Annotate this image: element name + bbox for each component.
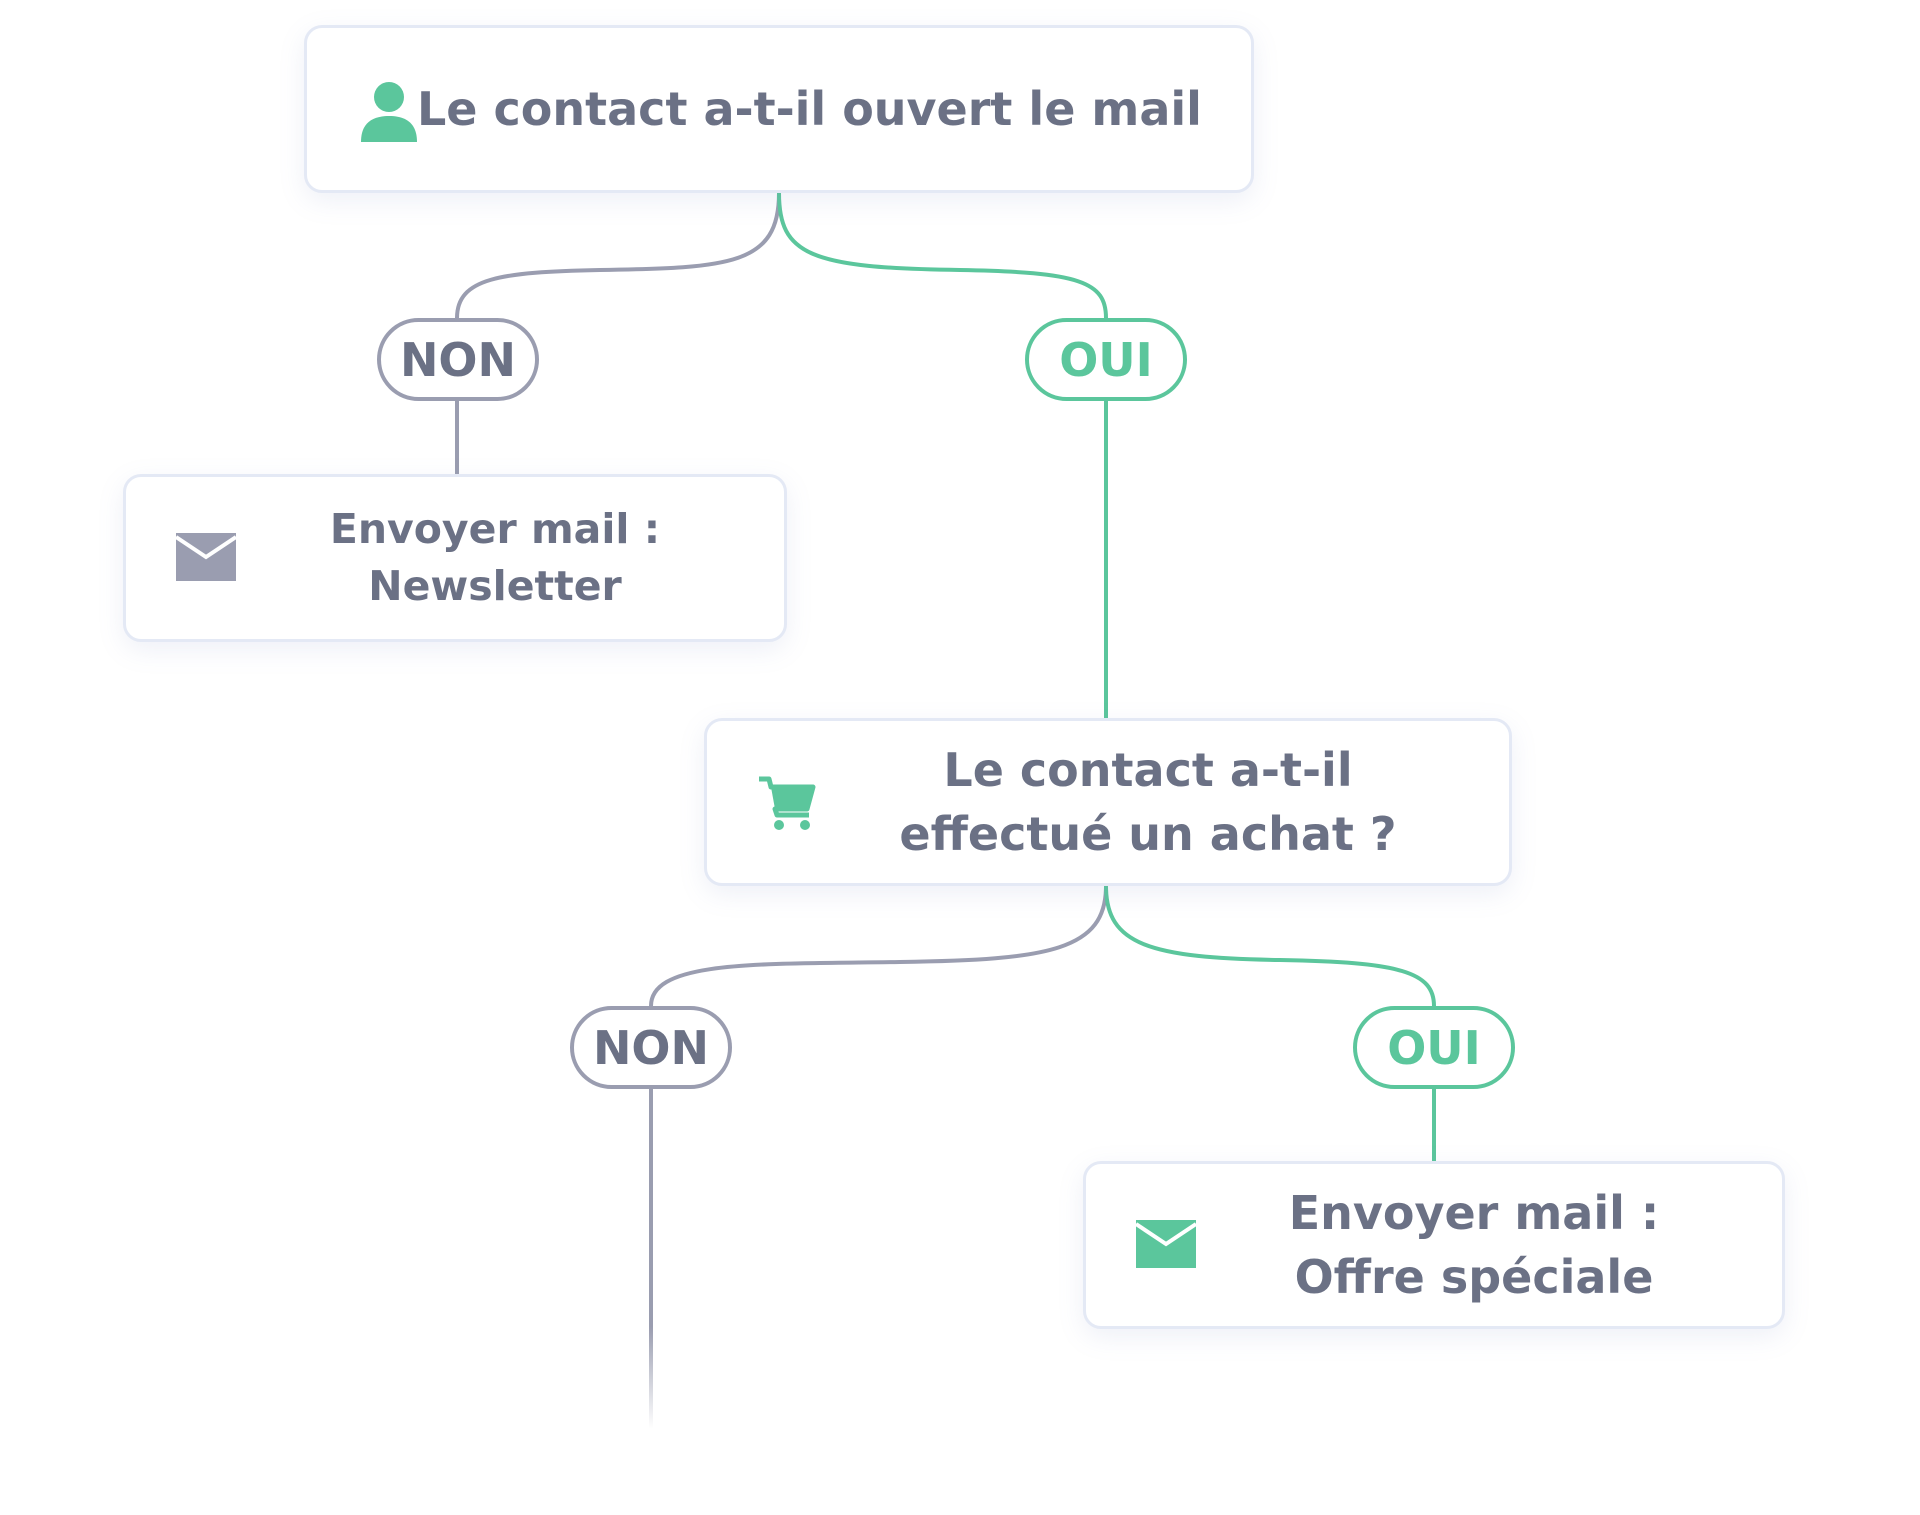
label-line: Le contact a-t-il <box>943 742 1353 797</box>
mail-icon <box>1136 1220 1196 1268</box>
connector-q2-oui <box>1104 885 1436 1007</box>
branch-label-oui: OUI <box>1353 1006 1515 1089</box>
label-line: Envoyer mail : <box>329 504 661 553</box>
label-line: effectué un achat ? <box>899 807 1397 861</box>
question-node-mail-opened[interactable]: Le contact a-t-il ouvert le mail <box>304 25 1254 193</box>
connector-q2-non <box>649 885 1108 1007</box>
cart-icon <box>759 776 816 830</box>
user-icon <box>361 82 417 142</box>
action-node-send-newsletter[interactable]: Envoyer mail : Newsletter <box>123 474 787 642</box>
label-line: Newsletter <box>368 562 622 610</box>
branch-label-non: NON <box>570 1006 732 1089</box>
connector-q1-non <box>455 192 781 319</box>
label-line: Offre spéciale <box>1294 1250 1654 1304</box>
question-node-label: Le contact a-t-il ouvert le mail <box>307 77 1251 141</box>
label-line: Le contact a-t-il ouvert le mail <box>417 81 1202 136</box>
branch-label-oui: OUI <box>1025 318 1187 401</box>
label-line: Envoyer mail : <box>1288 1185 1660 1240</box>
connector-non2-continuation <box>649 1089 653 1429</box>
mail-icon <box>176 533 236 581</box>
action-node-label: Envoyer mail : Newsletter <box>126 501 784 616</box>
question-node-purchase-made[interactable]: Le contact a-t-il effectué un achat ? <box>704 718 1512 886</box>
branch-label-non: NON <box>377 318 539 401</box>
connector-q1-oui <box>777 192 1108 319</box>
action-node-send-special-offer[interactable]: Envoyer mail : Offre spéciale <box>1083 1161 1785 1329</box>
question-node-label: Le contact a-t-il effectué un achat ? <box>707 738 1509 867</box>
action-node-label: Envoyer mail : Offre spéciale <box>1086 1181 1782 1310</box>
